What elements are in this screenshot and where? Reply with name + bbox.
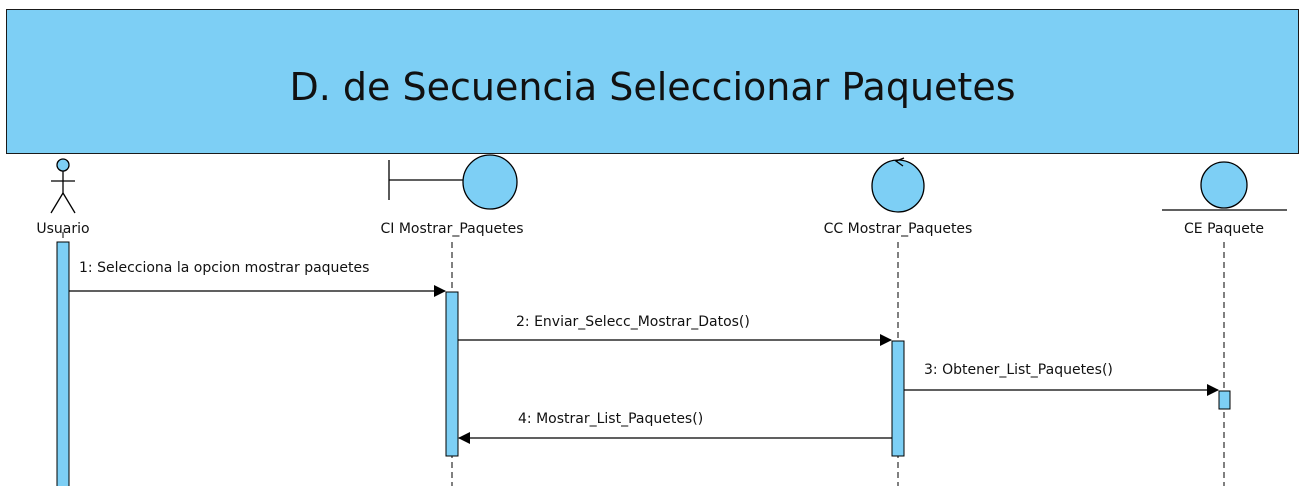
lifeline-label-cc-mostrar-paquetes: CC Mostrar_Paquetes bbox=[823, 221, 973, 237]
activation-bar-usuario bbox=[56, 241, 70, 486]
diagram-title: D. de Secuencia Seleccionar Paquetes bbox=[289, 64, 1016, 109]
lifeline-label-ce-paquete: CE Paquete bbox=[1184, 221, 1264, 237]
activation-bar-cc bbox=[891, 340, 905, 457]
activation-bar-ci bbox=[445, 291, 459, 457]
message-label-4: 4: Mostrar_List_Paquetes() bbox=[518, 411, 704, 427]
diagram-title-banner: D. de Secuencia Seleccionar Paquetes bbox=[6, 9, 1299, 154]
boundary-icon bbox=[388, 154, 518, 210]
entity-icon bbox=[1162, 161, 1287, 211]
lifeline-label-ci-mostrar-paquetes: CI Mostrar_Paquetes bbox=[380, 221, 524, 237]
lifeline-label-usuario: Usuario bbox=[36, 221, 90, 237]
control-icon bbox=[871, 157, 925, 213]
message-label-1: 1: Selecciona la opcion mostrar paquetes bbox=[79, 260, 370, 276]
message-label-3: 3: Obtener_List_Paquetes() bbox=[924, 362, 1113, 378]
activation-bar-ce bbox=[1218, 390, 1231, 410]
actor-icon bbox=[50, 158, 76, 214]
message-label-2: 2: Enviar_Selecc_Mostrar_Datos() bbox=[516, 314, 750, 330]
